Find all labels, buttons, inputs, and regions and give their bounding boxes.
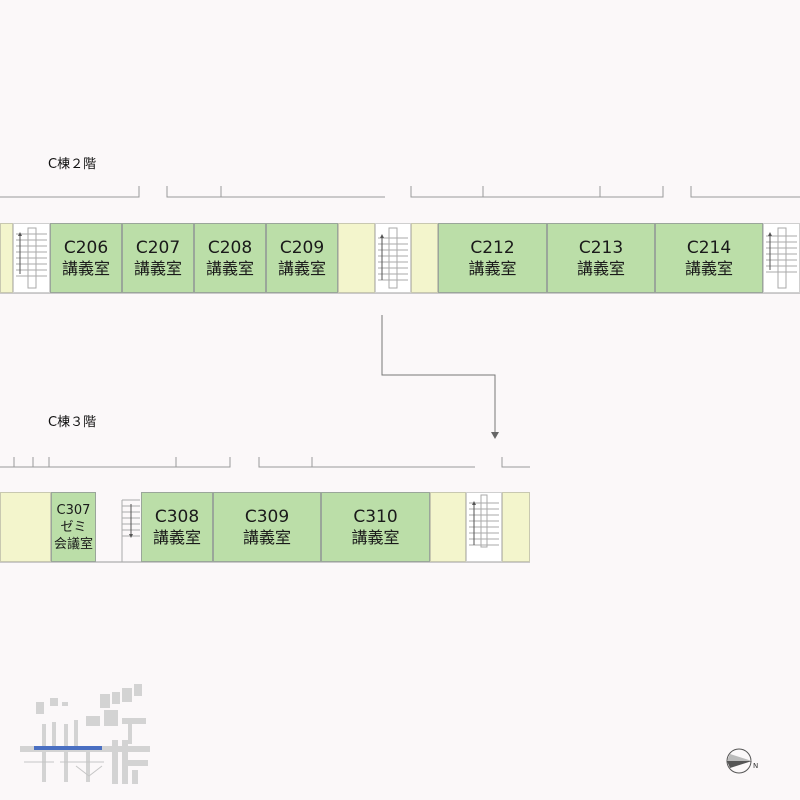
room-c213[interactable]: C213 講義室	[547, 223, 655, 293]
room-type: 講義室	[205, 258, 254, 278]
room-c208[interactable]: C208 講義室	[194, 223, 266, 293]
stair-icon	[16, 227, 47, 289]
corridor-area	[411, 223, 438, 293]
room-code: C206	[63, 237, 109, 258]
stair-icon	[766, 227, 797, 289]
campus-minimap[interactable]	[14, 680, 154, 790]
room-code: C209	[279, 237, 325, 258]
room-code: C213	[578, 237, 624, 258]
room-type: 講義室	[61, 258, 110, 278]
north-arrow-icon: N	[726, 748, 758, 774]
current-building-highlight	[34, 746, 102, 750]
staircase[interactable]	[13, 223, 50, 293]
corridor-area	[0, 492, 51, 562]
corridor-area	[338, 223, 375, 293]
room-c308[interactable]: C308 講義室	[141, 492, 213, 562]
room-type: 講義室	[133, 258, 182, 278]
corridor-area	[430, 492, 466, 562]
staircase[interactable]	[763, 223, 800, 293]
room-code: C310	[353, 506, 398, 527]
corridor-area	[502, 492, 530, 562]
room-type: 講義室	[242, 527, 291, 547]
room-c209[interactable]: C209 講義室	[266, 223, 338, 293]
floor-connector-arrow	[381, 315, 496, 432]
room-type: 講義室	[277, 258, 326, 278]
floor-label-3: C棟３階	[48, 415, 97, 430]
room-code: C308	[154, 506, 200, 527]
room-c214[interactable]: C214 講義室	[655, 223, 763, 293]
room-type: 講義室	[351, 527, 400, 547]
svg-text:N: N	[753, 762, 758, 770]
corridor-area	[0, 223, 13, 293]
room-c212[interactable]: C212 講義室	[438, 223, 547, 293]
room-code: C309	[244, 506, 290, 527]
room-c310[interactable]: C310 講義室	[321, 492, 430, 562]
staircase[interactable]	[96, 492, 141, 562]
room-type: ゼミ	[60, 519, 87, 535]
floor-label-2: C棟２階	[48, 157, 97, 172]
staircase[interactable]	[375, 223, 411, 293]
room-type: 講義室	[468, 258, 517, 278]
room-type: 講義室	[684, 258, 733, 278]
staircase[interactable]	[466, 492, 502, 562]
room-c206[interactable]: C206 講義室	[50, 223, 122, 293]
room-c307[interactable]: C307 ゼミ 会議室	[51, 492, 96, 562]
room-code: C208	[207, 237, 253, 258]
room-code: C207	[135, 237, 181, 258]
stair-icon	[469, 494, 499, 548]
room-type: 講義室	[576, 258, 625, 278]
stair-icon	[378, 227, 408, 289]
room-type-2: 会議室	[53, 536, 93, 552]
stair-icon	[121, 499, 140, 562]
room-c207[interactable]: C207 講義室	[122, 223, 194, 293]
room-code: C214	[686, 237, 732, 258]
room-type: 講義室	[152, 527, 201, 547]
room-c309[interactable]: C309 講義室	[213, 492, 321, 562]
room-code: C212	[470, 237, 515, 258]
room-code: C307	[56, 502, 91, 518]
